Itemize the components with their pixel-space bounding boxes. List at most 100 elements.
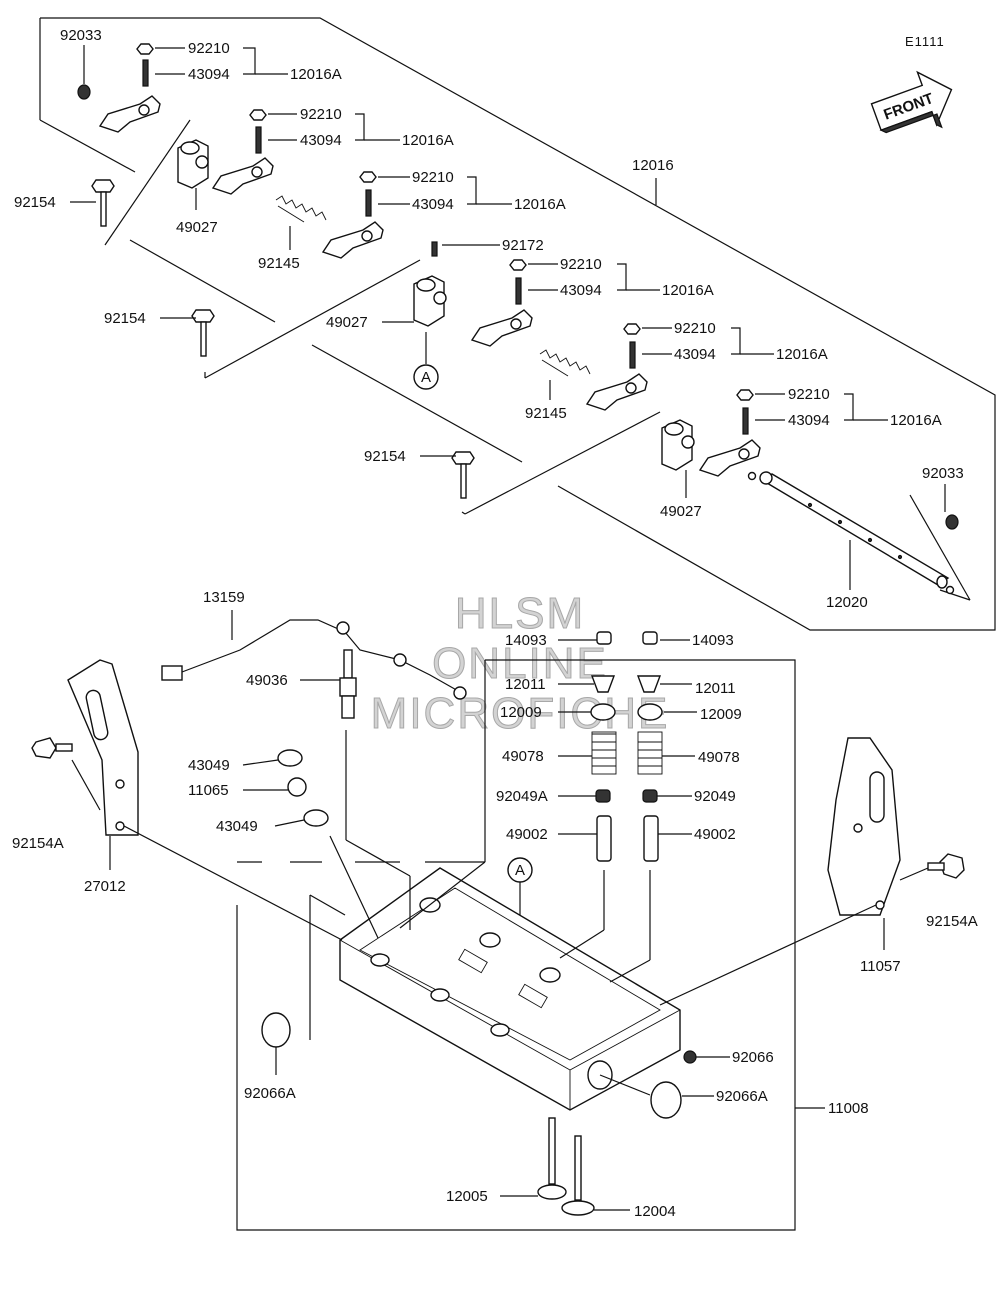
label-49027: 49027 xyxy=(660,503,702,520)
label-12004: 12004 xyxy=(634,1203,676,1220)
rocker-spring-2 xyxy=(539,349,591,377)
valve-parts-right xyxy=(636,631,663,862)
label-12016A: 12016A xyxy=(662,282,714,299)
watermark: HLSM ONLINE MICROFICHE xyxy=(370,589,670,739)
rocker-shaft xyxy=(747,471,955,595)
label-92033: 92033 xyxy=(60,27,102,44)
reference-a-label: A xyxy=(515,862,525,879)
bolt-92154-1 xyxy=(91,179,115,227)
gasket-43049-icon xyxy=(277,749,303,767)
label-12009: 12009 xyxy=(500,704,542,721)
label-43049: 43049 xyxy=(188,757,230,774)
label-12016A: 12016A xyxy=(890,412,942,429)
label-49027: 49027 xyxy=(326,314,368,331)
label-49078: 49078 xyxy=(698,749,740,766)
label-12011: 12011 xyxy=(505,676,546,693)
reference-a-upper: A xyxy=(413,332,439,390)
rocker-arm-6 xyxy=(698,389,761,477)
label-43094: 43094 xyxy=(300,132,342,149)
rocker-arm-2 xyxy=(211,109,274,195)
diagram-code: E1111 xyxy=(905,34,945,49)
glow-plug-harness xyxy=(161,619,467,700)
rocker-arm-4 xyxy=(470,259,533,347)
label-49002: 49002 xyxy=(506,826,548,843)
label-92049: 92049 xyxy=(694,788,736,805)
label-43094: 43094 xyxy=(560,282,602,299)
label-92154A: 92154A xyxy=(12,835,64,852)
rocker-spring-1 xyxy=(275,195,327,223)
label-92210: 92210 xyxy=(560,256,602,273)
label-14093: 14093 xyxy=(505,632,547,649)
label-92210: 92210 xyxy=(788,386,830,403)
label-12005: 12005 xyxy=(446,1188,488,1205)
rocker-stand-2 xyxy=(413,275,447,327)
label-11057: 11057 xyxy=(860,958,901,975)
label-92172: 92172 xyxy=(502,237,544,254)
label-12020: 12020 xyxy=(826,594,868,611)
snap-ring-icon xyxy=(945,514,959,530)
label-12016A: 12016A xyxy=(776,346,828,363)
pin-icon xyxy=(431,241,438,257)
label-92154: 92154 xyxy=(104,310,146,327)
valve-exhaust xyxy=(561,1135,595,1216)
label-92145: 92145 xyxy=(525,405,567,422)
label-12016A: 12016A xyxy=(290,66,342,83)
snap-ring-icon xyxy=(77,84,91,100)
label-13159: 13159 xyxy=(203,589,245,606)
label-92145: 92145 xyxy=(258,255,300,272)
watermark-line-2: ONLINE xyxy=(432,639,608,688)
valve-intake xyxy=(537,1117,567,1200)
label-11065: 11065 xyxy=(188,782,229,799)
bolt-92154A-left xyxy=(31,737,73,759)
part-labels: 92033 92210 43094 12016A 92210 43094 120… xyxy=(12,27,978,1220)
front-arrow-icon: FRONT xyxy=(870,70,953,134)
label-92210: 92210 xyxy=(674,320,716,337)
cylinder-head-frame xyxy=(236,659,796,1231)
label-43094: 43094 xyxy=(674,346,716,363)
label-12011: 12011 xyxy=(695,680,736,697)
label-92066A: 92066A xyxy=(244,1085,296,1102)
expansion-plug-icon xyxy=(261,1012,291,1048)
cylinder-head xyxy=(339,867,681,1111)
leader-lines xyxy=(70,45,946,1211)
label-49002: 49002 xyxy=(694,826,736,843)
label-43094: 43094 xyxy=(412,196,454,213)
label-92154A: 92154A xyxy=(926,913,978,930)
rocker-arm-5 xyxy=(585,323,648,411)
watermark-line-1: HLSM xyxy=(455,589,585,638)
rocker-assembly-frame xyxy=(39,17,996,631)
label-49027: 49027 xyxy=(176,219,218,236)
label-92066: 92066 xyxy=(732,1049,774,1066)
label-43094: 43094 xyxy=(188,66,230,83)
label-92154: 92154 xyxy=(14,194,56,211)
label-14093: 14093 xyxy=(692,632,734,649)
label-12009: 12009 xyxy=(700,706,742,723)
label-12016A: 12016A xyxy=(402,132,454,149)
label-12016A: 12016A xyxy=(514,196,566,213)
label-11008: 11008 xyxy=(828,1100,869,1117)
nozzle-holder-icon xyxy=(287,777,307,797)
label-92049A: 92049A xyxy=(496,788,548,805)
gasket-43049-icon xyxy=(303,809,329,827)
glow-plug xyxy=(339,649,357,719)
bolt-92154-3 xyxy=(451,451,475,499)
rocker-stand-1 xyxy=(177,139,209,189)
rocker-arm-3 xyxy=(321,171,384,259)
label-49078: 49078 xyxy=(502,748,544,765)
label-92210: 92210 xyxy=(300,106,342,123)
label-92066A: 92066A xyxy=(716,1088,768,1105)
plug-92066-icon xyxy=(683,1050,697,1064)
lifting-bracket-left xyxy=(67,659,139,836)
label-43094: 43094 xyxy=(788,412,830,429)
rocker-arm-1 xyxy=(98,43,161,133)
bolt-92154-2 xyxy=(191,309,215,357)
label-12016: 12016 xyxy=(632,157,674,174)
label-92210: 92210 xyxy=(412,169,454,186)
label-27012: 27012 xyxy=(84,878,126,895)
label-92033: 92033 xyxy=(922,465,964,482)
reference-a-label: A xyxy=(421,369,431,386)
label-43049: 43049 xyxy=(216,818,258,835)
watermark-line-3: MICROFICHE xyxy=(371,689,670,738)
label-49036: 49036 xyxy=(246,672,288,689)
